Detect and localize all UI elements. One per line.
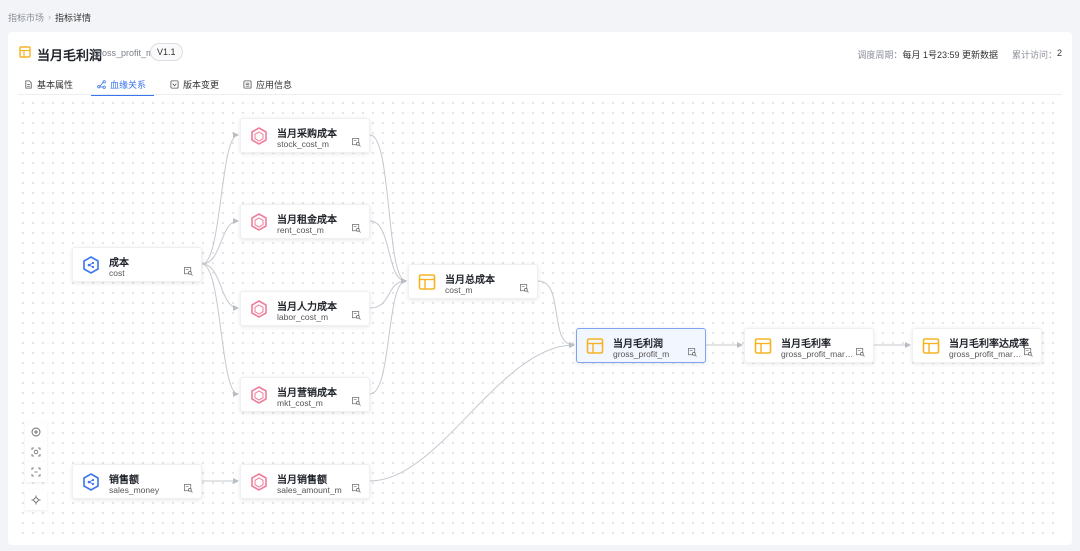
atomic-metric-icon bbox=[83, 473, 99, 491]
detail-search-icon[interactable] bbox=[352, 397, 361, 406]
canvas-zoom-controls bbox=[25, 422, 47, 510]
tab-application-info[interactable]: 应用信息 bbox=[237, 78, 300, 96]
breadcrumb-parent[interactable]: 指标市场 bbox=[8, 12, 45, 23]
lineage-node-mkt-cost[interactable]: 当月营销成本 mkt_cost_m bbox=[240, 377, 370, 412]
node-code: sales_money bbox=[109, 485, 160, 495]
node-code: cost_m bbox=[445, 285, 473, 295]
derived-metric-icon bbox=[251, 127, 267, 145]
version-badge[interactable]: V1.1 bbox=[150, 43, 183, 61]
breadcrumb: 指标市场 › 指标详情 bbox=[8, 10, 91, 24]
detail-search-icon[interactable] bbox=[352, 224, 361, 233]
lineage-node-sales-amount[interactable]: 当月销售额 sales_amount_m bbox=[240, 464, 370, 499]
center-view-button[interactable] bbox=[25, 490, 47, 510]
lineage-node-gross-profit-margin[interactable]: 当月毛利率 gross_profit_marg... bbox=[744, 328, 874, 363]
node-code: gross_profit_marg... bbox=[949, 349, 1023, 359]
lineage-node-labor-cost[interactable]: 当月人力成本 labor_cost_m bbox=[240, 291, 370, 326]
node-name: 当月人力成本 bbox=[277, 302, 337, 313]
node-name: 成本 bbox=[109, 258, 129, 269]
detail-search-icon[interactable] bbox=[1024, 348, 1033, 357]
center-icon bbox=[31, 495, 41, 505]
node-code: gross_profit_marg... bbox=[781, 349, 855, 359]
schedule-label: 调度周期： bbox=[857, 50, 903, 60]
page-title: 当月毛利润 bbox=[37, 48, 103, 63]
node-code: cost bbox=[109, 268, 125, 278]
node-name: 销售额 bbox=[109, 475, 139, 486]
zoom-in-icon bbox=[31, 427, 41, 437]
lineage-node-stock-cost[interactable]: 当月采购成本 stock_cost_m bbox=[240, 118, 370, 153]
atomic-metric-icon bbox=[83, 256, 99, 274]
fit-view-button[interactable] bbox=[25, 462, 47, 482]
detail-search-icon[interactable] bbox=[352, 138, 361, 147]
visits-label: 累计访问： bbox=[1011, 50, 1057, 60]
tab-lineage[interactable]: 血缘关系 bbox=[91, 78, 155, 96]
list-icon bbox=[243, 80, 252, 89]
lineage-icon bbox=[97, 80, 106, 89]
zoom-out-button[interactable] bbox=[25, 442, 47, 462]
node-code: rent_cost_m bbox=[277, 225, 324, 235]
node-code: mkt_cost_m bbox=[277, 398, 323, 408]
detail-search-icon[interactable] bbox=[688, 348, 697, 357]
lineage-node-rent-cost[interactable]: 当月租金成本 rent_cost_m bbox=[240, 204, 370, 239]
detail-search-icon[interactable] bbox=[520, 284, 529, 293]
derived-metric-icon bbox=[251, 473, 267, 491]
tab-bar: 基本属性 血缘关系 版本变更 应用信息 bbox=[18, 78, 310, 96]
node-code: sales_amount_m bbox=[277, 485, 342, 495]
metric-code: gross_profit_m bbox=[94, 48, 154, 58]
node-name: 当月销售额 bbox=[277, 475, 327, 486]
lineage-node-total-cost[interactable]: 当月总成本 cost_m bbox=[408, 264, 538, 299]
zoom-out-icon bbox=[31, 447, 41, 457]
metric-table-icon bbox=[19, 46, 31, 58]
version-icon bbox=[170, 80, 179, 89]
derived-metric-icon bbox=[251, 213, 267, 231]
tab-version-changes[interactable]: 版本变更 bbox=[164, 78, 227, 96]
schedule-value: 每月 1号23:59 更新数据 bbox=[902, 50, 998, 60]
header-meta: 调度周期： 每月 1号23:59 更新数据 累计访问： 2 bbox=[857, 48, 1062, 61]
lineage-node-cost[interactable]: 成本 cost bbox=[72, 247, 202, 282]
detail-search-icon[interactable] bbox=[184, 484, 193, 493]
page-header: 当月毛利润 gross_profit_m V1.1 调度周期： 每月 1号23:… bbox=[8, 32, 1072, 74]
node-name: 当月营销成本 bbox=[277, 388, 337, 399]
node-code: gross_profit_m bbox=[613, 349, 670, 359]
composite-metric-icon bbox=[418, 274, 436, 290]
lineage-node-gross-profit-margin-rate[interactable]: 当月毛利率达成率 gross_profit_marg... bbox=[912, 328, 1042, 363]
detail-search-icon[interactable] bbox=[352, 484, 361, 493]
derived-metric-icon bbox=[251, 386, 267, 404]
visits-value: 2 bbox=[1056, 48, 1062, 58]
composite-metric-icon bbox=[922, 338, 940, 354]
node-name: 当月采购成本 bbox=[277, 129, 337, 140]
derived-metric-icon bbox=[251, 300, 267, 318]
composite-metric-icon bbox=[586, 338, 604, 354]
detail-search-icon[interactable] bbox=[184, 267, 193, 276]
lineage-node-gross-profit-selected[interactable]: 当月毛利润 gross_profit_m bbox=[576, 328, 706, 363]
composite-metric-icon bbox=[754, 338, 772, 354]
node-name: 当月租金成本 bbox=[277, 215, 337, 226]
detail-search-icon[interactable] bbox=[856, 348, 865, 357]
node-name: 当月毛利润 bbox=[613, 339, 663, 350]
node-name: 当月毛利率达成率 bbox=[949, 339, 1029, 350]
lineage-node-sales[interactable]: 销售额 sales_money bbox=[72, 464, 202, 499]
document-icon bbox=[25, 80, 32, 89]
zoom-in-button[interactable] bbox=[25, 422, 47, 442]
detail-search-icon[interactable] bbox=[352, 311, 361, 320]
node-name: 当月总成本 bbox=[445, 275, 495, 286]
tab-divider bbox=[18, 94, 1062, 95]
chevron-right-icon: › bbox=[48, 12, 52, 22]
node-code: stock_cost_m bbox=[277, 139, 329, 149]
breadcrumb-current: 指标详情 bbox=[55, 12, 92, 23]
fit-view-icon bbox=[31, 467, 41, 477]
tab-basic-attributes[interactable]: 基本属性 bbox=[18, 78, 81, 96]
node-name: 当月毛利率 bbox=[781, 339, 831, 350]
node-code: labor_cost_m bbox=[277, 312, 329, 322]
